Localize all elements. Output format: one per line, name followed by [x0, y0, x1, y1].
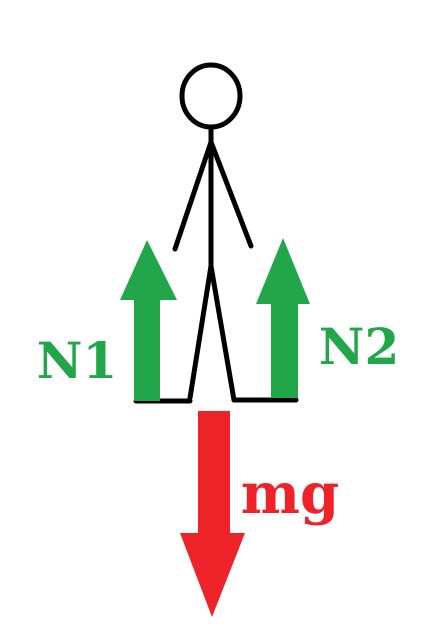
stick-figure — [133, 62, 299, 404]
figure-left-arm — [172, 139, 214, 252]
figure-right-arm — [208, 139, 254, 249]
figure-head — [179, 62, 243, 130]
figure-right-leg — [208, 263, 237, 403]
normal-force-left-label: N1 — [37, 331, 118, 390]
normal-force-right-arrow — [256, 238, 310, 398]
weight-label: mg — [241, 461, 339, 527]
weight-arrow — [180, 411, 245, 617]
normal-force-right-label: N2 — [319, 317, 400, 376]
normal-force-left-arrow — [120, 240, 177, 401]
figure-left-leg — [187, 263, 214, 401]
